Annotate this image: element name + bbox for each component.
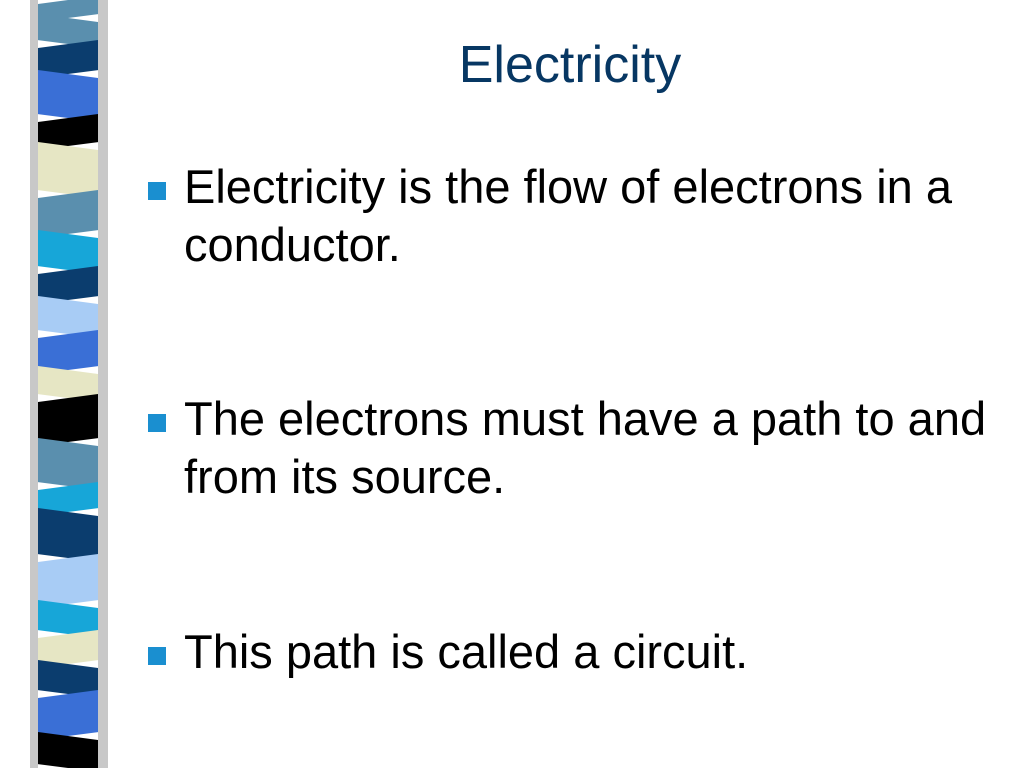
square-bullet-icon — [148, 182, 166, 200]
stripe-segment — [37, 732, 99, 768]
stripe-segment — [37, 660, 99, 698]
stripe-segment — [37, 600, 99, 638]
stripe-segment — [37, 142, 99, 198]
stripe-segment — [37, 482, 99, 516]
bullet-text: Electricity is the flow of electrons in … — [184, 160, 952, 271]
bullet-item: The electrons must have a path to and fr… — [140, 390, 1000, 506]
stripe-segment — [37, 554, 99, 608]
bullet-text: The electrons must have a path to and fr… — [184, 392, 987, 503]
stripe-segment — [37, 690, 99, 740]
stripe-segment — [37, 394, 99, 446]
stripe-segment — [37, 330, 99, 374]
slide-title: Electricity — [458, 36, 682, 94]
bullet-text: This path is called a circuit. — [184, 625, 749, 678]
stripe-segment — [37, 438, 99, 490]
stripe-segment — [37, 366, 99, 402]
stripe-segment — [37, 70, 99, 122]
stripe-segment — [37, 114, 99, 150]
stripe-shadow — [98, 0, 108, 768]
square-bullet-icon — [148, 414, 166, 432]
stripe-segment — [37, 14, 99, 48]
stripe-segment — [37, 190, 99, 238]
stripe-segment — [37, 266, 99, 304]
decorative-stripe-band — [0, 0, 120, 768]
bullet-item: This path is called a circuit. — [140, 623, 748, 681]
stripe-segment — [37, 296, 99, 338]
stripe-segment — [37, 40, 99, 78]
stripe-segment — [37, 508, 99, 562]
stripe-segment — [37, 230, 99, 274]
stripe-segment — [37, 630, 99, 668]
bullet-item: Electricity is the flow of electrons in … — [140, 158, 1000, 274]
stripe-rail — [30, 0, 38, 768]
square-bullet-icon — [148, 647, 166, 665]
